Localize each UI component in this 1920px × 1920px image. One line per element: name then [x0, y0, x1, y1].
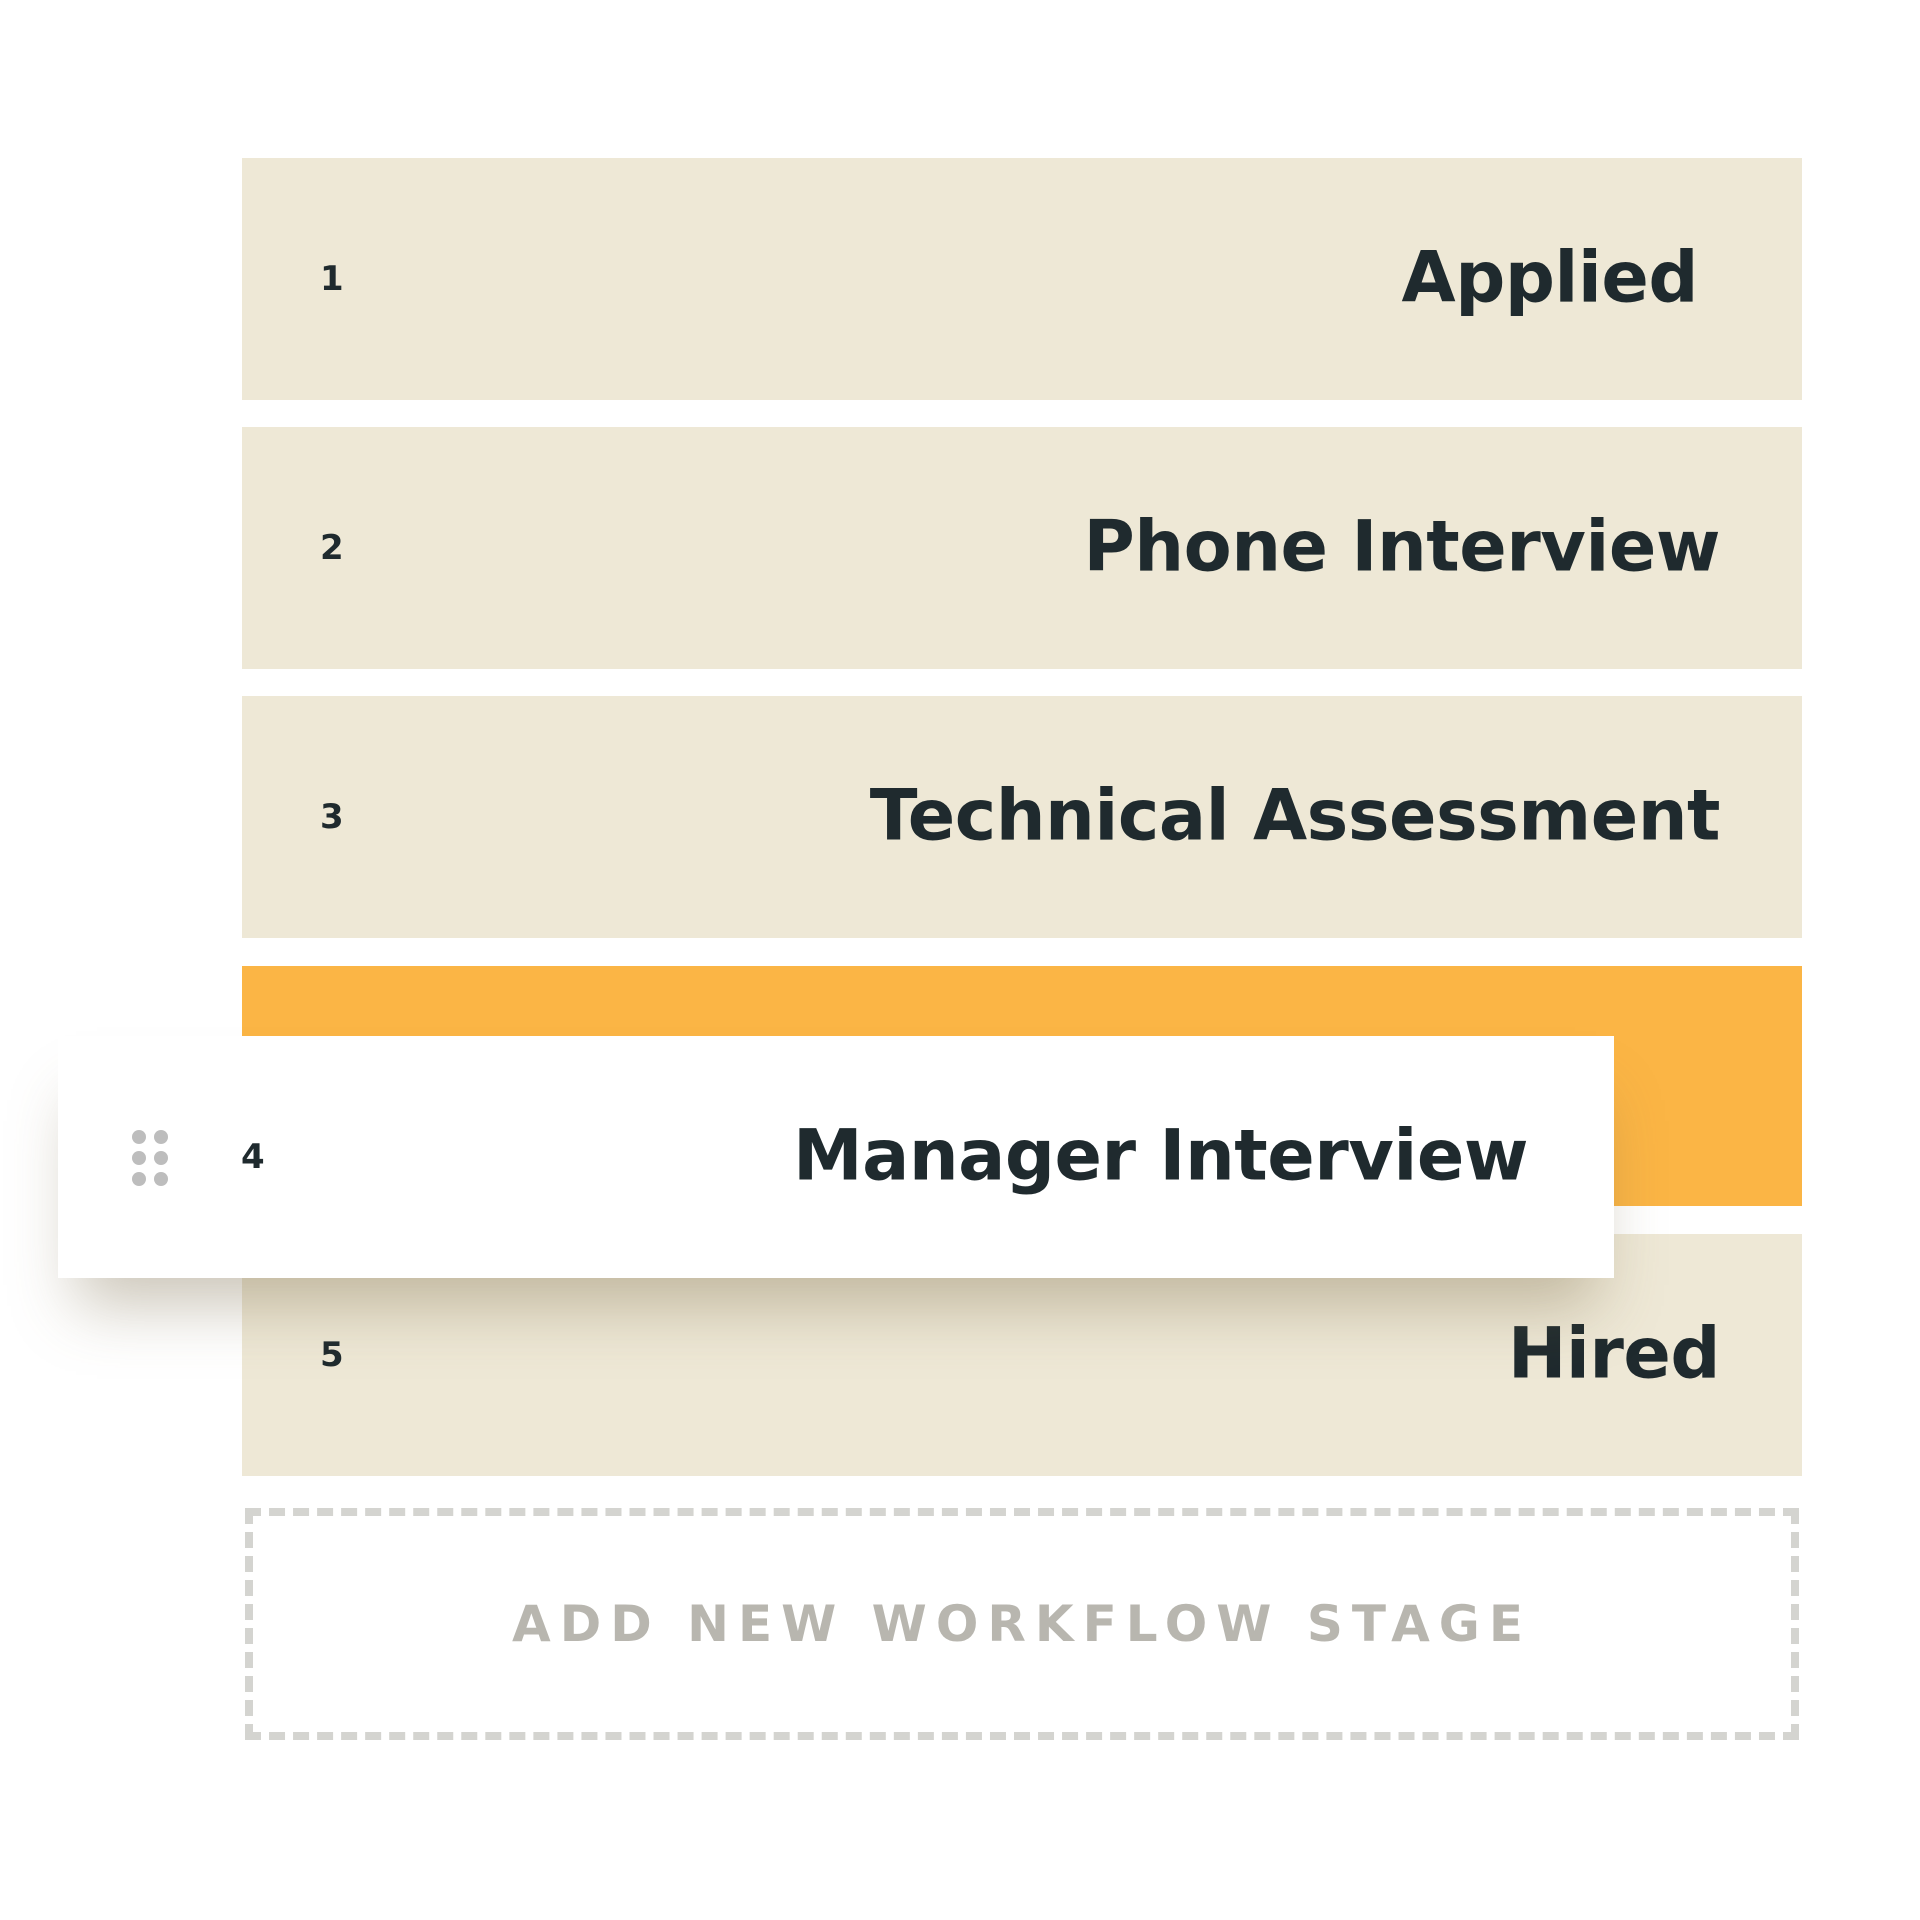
stage-number: 2 [320, 528, 344, 568]
stage-number: 3 [320, 797, 344, 837]
drag-handle-dot [154, 1130, 168, 1144]
drag-handle-dot [132, 1151, 146, 1165]
stage-label: Phone Interview [1083, 505, 1720, 588]
add-workflow-stage-button[interactable]: ADD NEW WORKFLOW STAGE [245, 1508, 1799, 1740]
drag-handle-dot [154, 1172, 168, 1186]
drag-handle-icon[interactable] [132, 1130, 170, 1186]
workflow-stage-phone-interview[interactable]: 2 Phone Interview [242, 427, 1802, 669]
workflow-stage-technical-assessment[interactable]: 3 Technical Assessment [242, 696, 1802, 938]
stage-label: Technical Assessment [869, 774, 1721, 857]
stage-number: 4 [241, 1137, 265, 1177]
workflow-stage-applied[interactable]: 1 Applied [242, 158, 1802, 400]
stage-number: 1 [320, 259, 344, 299]
drag-handle-dot [154, 1151, 168, 1165]
workflow-stage-manager-interview-dragging[interactable]: 4 Manager Interview [58, 1036, 1614, 1278]
add-workflow-stage-label: ADD NEW WORKFLOW STAGE [512, 1595, 1532, 1653]
drag-handle-dot [132, 1172, 146, 1186]
stage-label: Manager Interview [792, 1114, 1529, 1197]
stage-label: Applied [1401, 236, 1699, 319]
stage-number: 5 [320, 1335, 344, 1375]
drag-handle-dot [132, 1130, 146, 1144]
stage-label: Hired [1507, 1312, 1721, 1395]
